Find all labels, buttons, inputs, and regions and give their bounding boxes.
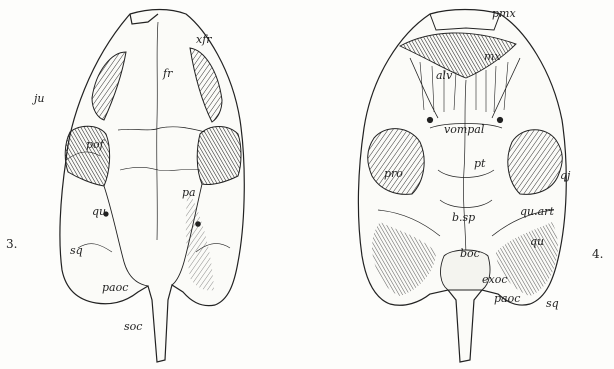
label-bsp: b.sp [452, 212, 475, 223]
label-qu-art: qu.art [520, 206, 554, 217]
skull-dorsal-view [60, 10, 244, 363]
label-mx: mx [484, 51, 501, 62]
label-paoc-dorsal: paoc [102, 282, 128, 293]
label-qj: qj [560, 170, 570, 181]
label-soc: soc [124, 321, 142, 332]
label-alv: alv [436, 70, 452, 81]
label-ju: ju [34, 93, 45, 104]
label-boc: boc [460, 248, 480, 259]
label-xfr: xfr [196, 34, 212, 45]
label-vompal: vompal [444, 124, 484, 135]
label-pro: pro [384, 168, 403, 179]
right-temporal-fossa [197, 127, 241, 185]
label-pmx: pmx [492, 8, 516, 19]
label-paoc-ventral: paoc [494, 293, 520, 304]
label-qu-ventral: qu [530, 236, 544, 247]
label-sq-dorsal: sq [70, 245, 83, 256]
figure-number-4: 4. [592, 248, 603, 260]
label-pa: pa [182, 187, 196, 198]
label-exoc: exoc [482, 274, 508, 285]
label-fr: fr [163, 68, 172, 79]
skull-ventral-view [358, 10, 566, 363]
label-pof: pof [86, 139, 104, 150]
figure-number-3: 3. [6, 238, 17, 250]
label-pt: pt [474, 158, 485, 169]
label-sq-ventral: sq [546, 298, 559, 309]
label-qu-dorsal: qu [92, 206, 106, 217]
skull-dorsal-outline [60, 10, 244, 363]
